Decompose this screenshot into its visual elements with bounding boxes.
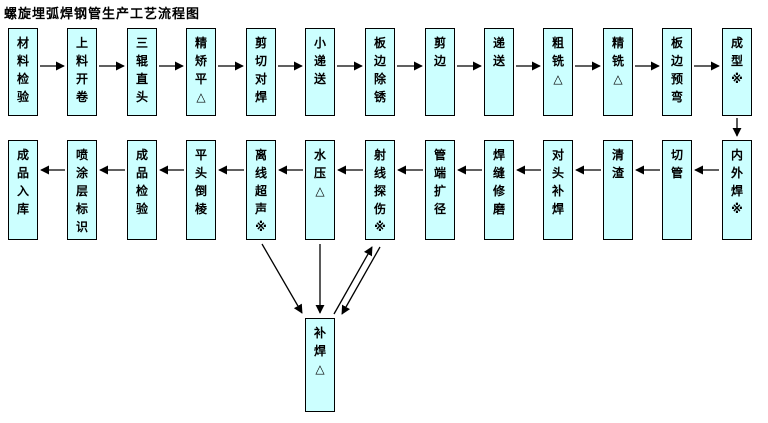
step-label: 递 送 <box>492 36 505 68</box>
step-label: 喷 涂 层 标 识 <box>75 148 88 234</box>
step-label: 三 辊 直 头 <box>135 36 148 104</box>
step-pipe-end-expanding: 管 端 扩 径 <box>425 140 455 240</box>
step-label: 上 料 开 卷 <box>75 36 88 104</box>
step-uncoiling: 上 料 开 卷 <box>67 28 97 116</box>
step-label: 切 管 <box>670 148 683 180</box>
step-label: 精 铣 △ <box>611 36 624 86</box>
step-edge-trimming: 剪 边 <box>425 28 455 116</box>
arrow-repair-to-xray <box>333 246 373 315</box>
arrow-xray-to-repair <box>341 246 381 315</box>
step-delivery: 递 送 <box>484 28 514 116</box>
step-inner-outer-welding: 内 外 焊 ※ <box>722 140 752 240</box>
step-xray-inspection: 射 线 探 伤 ※ <box>365 140 395 240</box>
step-label: 小 递 送 <box>313 36 326 86</box>
step-pipe-cutting: 切 管 <box>662 140 692 240</box>
step-slag-cleaning: 清 渣 <box>603 140 633 240</box>
step-label: 补 焊 △ <box>313 326 326 376</box>
step-rough-milling: 粗 铣 △ <box>543 28 573 116</box>
step-label: 水 压 △ <box>313 148 326 198</box>
step-offline-ultrasonic: 离 线 超 声 ※ <box>246 140 276 240</box>
step-product-inspection: 成 品 检 验 <box>127 140 157 240</box>
step-label: 成 型 ※ <box>730 36 743 86</box>
step-label: 粗 铣 △ <box>551 36 564 86</box>
step-label: 对 头 补 焊 <box>551 148 564 216</box>
step-label: 平 头 倒 棱 <box>194 148 207 216</box>
step-label: 成 品 检 验 <box>135 148 148 216</box>
step-fine-leveling: 精 矫 平 △ <box>186 28 216 116</box>
step-hydrotest: 水 压 △ <box>305 140 335 240</box>
step-material-inspection: 材 料 检 验 <box>8 28 38 116</box>
step-edge-derusting: 板 边 除 锈 <box>365 28 395 116</box>
step-coating-marking: 喷 涂 层 标 识 <box>67 140 97 240</box>
step-facing-chamfering: 平 头 倒 棱 <box>186 140 216 240</box>
step-label: 材 料 检 验 <box>16 36 29 104</box>
step-butt-repair-weld: 对 头 补 焊 <box>543 140 573 240</box>
step-small-delivery: 小 递 送 <box>305 28 335 116</box>
step-label: 板 边 除 锈 <box>373 36 386 104</box>
step-label: 板 边 预 弯 <box>670 36 683 104</box>
step-label: 成 品 入 库 <box>16 148 29 216</box>
step-edge-prebending: 板 边 预 弯 <box>662 28 692 116</box>
step-label: 射 线 探 伤 ※ <box>373 148 386 234</box>
step-forming: 成 型 ※ <box>722 28 752 116</box>
arrow-ultrasonic-to-repair <box>261 243 303 314</box>
step-label: 焊 缝 修 磨 <box>492 148 505 216</box>
step-label: 清 渣 <box>611 148 624 180</box>
step-label: 精 矫 平 △ <box>194 36 207 104</box>
step-label: 剪 边 <box>433 36 446 68</box>
step-label: 离 线 超 声 ※ <box>254 148 267 234</box>
step-label: 内 外 焊 ※ <box>730 148 743 216</box>
step-product-storage: 成 品 入 库 <box>8 140 38 240</box>
step-fine-milling: 精 铣 △ <box>603 28 633 116</box>
page-title: 螺旋埋弧焊钢管生产工艺流程图 <box>4 7 201 22</box>
step-label: 管 端 扩 径 <box>433 148 446 216</box>
step-shear-butt-weld: 剪 切 对 焊 <box>246 28 276 116</box>
step-repair-welding: 补 焊 △ <box>305 318 335 412</box>
step-label: 剪 切 对 焊 <box>254 36 267 104</box>
step-weld-grinding: 焊 缝 修 磨 <box>484 140 514 240</box>
step-three-roll-straightening: 三 辊 直 头 <box>127 28 157 116</box>
